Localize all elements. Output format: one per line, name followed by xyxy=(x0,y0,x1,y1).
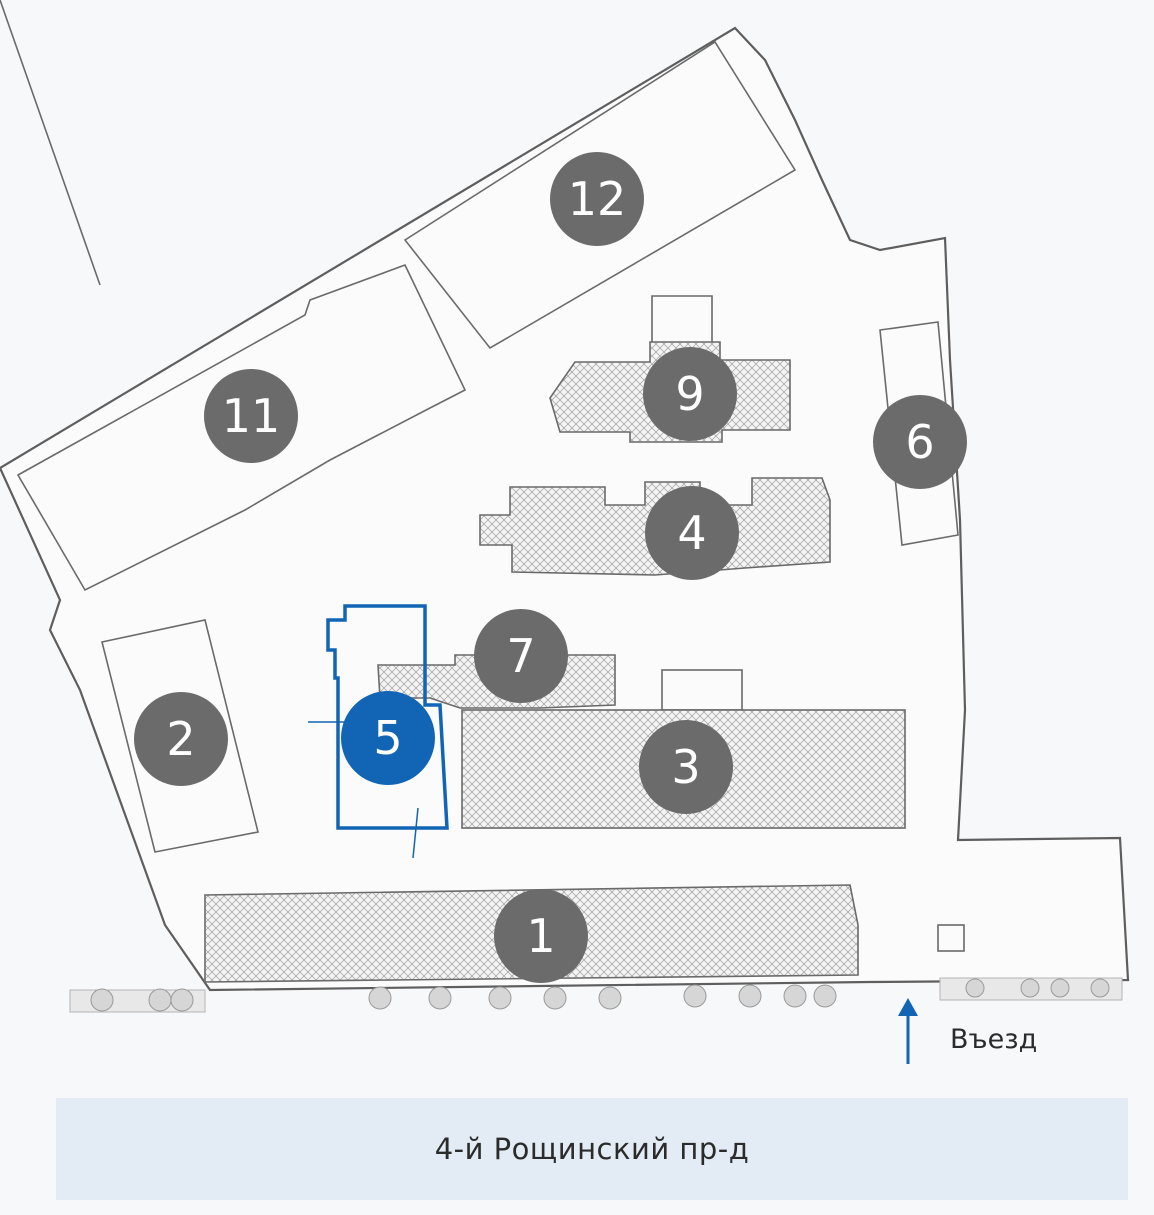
svg-text:1: 1 xyxy=(526,909,555,963)
svg-text:12: 12 xyxy=(568,172,627,226)
svg-text:11: 11 xyxy=(222,389,281,443)
marker-6[interactable]: 6 xyxy=(873,395,967,489)
svg-text:6: 6 xyxy=(905,415,934,469)
svg-text:2: 2 xyxy=(166,712,195,766)
marker-5[interactable]: 5 xyxy=(341,691,435,785)
svg-text:9: 9 xyxy=(675,367,704,421)
building-11 xyxy=(16,263,467,592)
small-box xyxy=(937,924,965,952)
marker-11[interactable]: 11 xyxy=(204,369,298,463)
building-12 xyxy=(403,40,797,350)
arrow-up-icon xyxy=(898,998,918,1064)
marker-1[interactable]: 1 xyxy=(494,889,588,983)
svg-text:4: 4 xyxy=(677,506,706,560)
svg-text:5: 5 xyxy=(373,711,402,765)
building-2 xyxy=(0,0,101,286)
marker-9[interactable]: 9 xyxy=(643,347,737,441)
marker-7[interactable]: 7 xyxy=(474,609,568,703)
svg-text:7: 7 xyxy=(506,629,535,683)
building-5-outline xyxy=(326,604,449,830)
marker-3[interactable]: 3 xyxy=(639,720,733,814)
building-2-outline xyxy=(101,619,259,853)
entrance-label: Въезд xyxy=(950,1024,1037,1055)
marker-12[interactable]: 12 xyxy=(550,152,644,246)
marker-4[interactable]: 4 xyxy=(645,486,739,580)
svg-text:3: 3 xyxy=(671,740,700,794)
street-label: 4-й Рощинский пр-д xyxy=(434,1132,750,1166)
site-plan-map: 1 2 3 4 5 6 7 9 xyxy=(0,0,1130,1064)
tree-row xyxy=(69,977,1123,1013)
marker-2[interactable]: 2 xyxy=(134,692,228,786)
street-bar: 4-й Рощинский пр-д xyxy=(56,1098,1128,1200)
